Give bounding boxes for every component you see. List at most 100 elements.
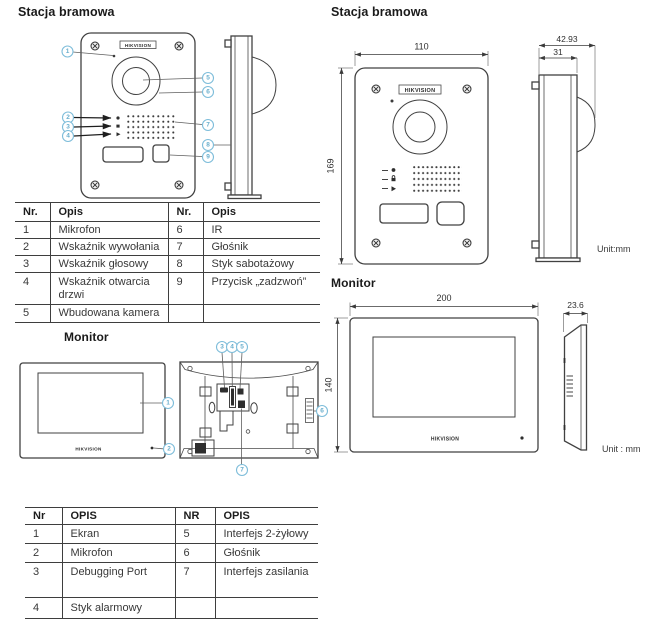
station-side-view: [224, 35, 277, 200]
station-dimensions: 110 169 42.93 31 Unit:mm: [326, 34, 631, 265]
legend-header-cell: Opis: [202, 202, 320, 222]
microphone-hole: [112, 54, 116, 58]
screw-icon: [371, 238, 381, 248]
legend-cell: IR: [202, 221, 320, 239]
callout-2: 2: [61, 111, 75, 124]
brand-logo: HIKVISION: [75, 447, 102, 452]
legend-header-cell: NR: [174, 507, 215, 525]
legend-cell: Styk sabotażowy: [202, 255, 320, 273]
dim-station-height: 169: [326, 158, 336, 173]
dim-station-depth-body: 31: [553, 47, 563, 57]
legend-cell: 8: [167, 255, 203, 273]
dim-monitor-width: 200: [436, 293, 451, 303]
screw-icon: [90, 41, 100, 51]
screw-icon: [90, 180, 100, 190]
call-button: [152, 144, 170, 163]
screw-icon: [174, 180, 184, 190]
svg-text:3: 3: [66, 124, 70, 131]
monitor-callout-3: 3: [215, 340, 229, 354]
mounting-tab: [286, 386, 299, 397]
legend-cell: Wbudowana kamera: [49, 304, 168, 323]
legend-cell: 2: [25, 543, 62, 563]
dim-station-depth-total: 42.93: [556, 34, 578, 44]
station-front-view: HIKVISION: [80, 32, 196, 199]
mounting-tab: [286, 423, 299, 434]
svg-text:4: 4: [66, 133, 70, 140]
legend-cell: 4: [25, 597, 62, 619]
dim-station-width: 110: [414, 42, 428, 52]
svg-text:5: 5: [240, 344, 244, 351]
screw-icon: [305, 448, 311, 455]
legend-header-cell: Nr.: [15, 202, 50, 222]
station-side-view-dimensioned: [531, 74, 596, 263]
call-indicator-icon: [116, 116, 120, 120]
station-front-view-dimensioned: HIKVISION: [354, 67, 489, 265]
legend-cell: 7: [174, 562, 215, 598]
legend-cell: 4: [15, 272, 50, 305]
dim-monitor-depth: 23.6: [567, 300, 584, 310]
legend-cell: 1: [25, 524, 62, 544]
mounting-tab: [199, 427, 212, 438]
legend-header-cell: OPIS: [61, 507, 175, 525]
svg-text:8: 8: [206, 142, 210, 149]
screw-icon: [187, 448, 193, 455]
monitor-callout-4: 4: [225, 340, 239, 354]
legend-cell: [167, 304, 203, 323]
monitor-front-view-dimensioned: HIKVISION: [349, 317, 539, 453]
legend-cell: [174, 597, 215, 619]
svg-text:6: 6: [320, 408, 324, 415]
cable-outlet: [191, 439, 215, 457]
microphone-hole: [520, 436, 524, 440]
legend-cell: Mikrofon: [49, 221, 168, 239]
monitor-callout-5: 5: [235, 340, 249, 354]
svg-text:6: 6: [206, 89, 210, 96]
section-title-station-right: Stacja bramowa: [331, 5, 428, 19]
monitor-callout-lines: [140, 352, 317, 465]
mounting-hole: [250, 402, 258, 414]
svg-text:9: 9: [206, 154, 210, 161]
call-indicator-icon: [391, 168, 396, 172]
monitor-callout-6: 6: [315, 404, 329, 418]
callout-4: 4: [61, 129, 75, 143]
legend-cell: 9: [167, 272, 203, 305]
door-indicator-icon: [391, 186, 396, 192]
monitor-front-view: HIKVISION: [19, 362, 166, 459]
screw-icon: [174, 41, 184, 51]
section-title-station-left: Stacja bramowa: [18, 5, 115, 19]
legend-cell: Głośnik: [214, 543, 318, 563]
legend-cell: 7: [167, 238, 203, 256]
monitor-unit-label: Unit : mm: [602, 444, 641, 454]
legend-cell: Mikrofon: [61, 543, 175, 563]
legend-cell: 3: [15, 255, 50, 273]
legend-cell: 1: [15, 221, 50, 239]
screw-icon: [462, 238, 472, 248]
voice-indicator-icon: [391, 178, 396, 182]
legend-cell: Przycisk „zadzwoń”: [202, 272, 320, 305]
callout-8: 8: [201, 138, 215, 152]
screw-icon: [462, 84, 472, 94]
callout-9: 9: [201, 150, 215, 164]
screw-icon: [187, 365, 193, 372]
legend-cell: Wskaźnik wywołania: [49, 238, 168, 256]
legend-cell: Interfejs 2-żyłowy: [214, 524, 318, 544]
brand-logo: HIKVISION: [398, 84, 442, 95]
svg-text:2: 2: [167, 446, 171, 453]
svg-text:3: 3: [220, 344, 224, 351]
speaker-grille-side: [305, 398, 314, 423]
monitor-dimensions: 200 140 23.6 Unit : mm: [324, 293, 641, 454]
svg-text:1: 1: [66, 48, 70, 55]
legend-cell: 5: [15, 304, 50, 323]
legend-cell: 5: [174, 524, 215, 544]
screen: [372, 336, 516, 418]
brand-logo: HIKVISION: [431, 437, 459, 443]
svg-text:4: 4: [230, 344, 234, 351]
power-interface: [238, 400, 245, 408]
callout-5: 5: [201, 71, 215, 85]
indicator-icons: [116, 116, 121, 137]
station-legend-table: Nr. Opis Nr. Opis 1 Mikrofon 6 IR 2 Wska…: [15, 202, 320, 323]
screw-icon: [371, 84, 381, 94]
legend-cell: Wskaźnik głosowy: [49, 255, 168, 273]
bracket: [219, 411, 234, 432]
